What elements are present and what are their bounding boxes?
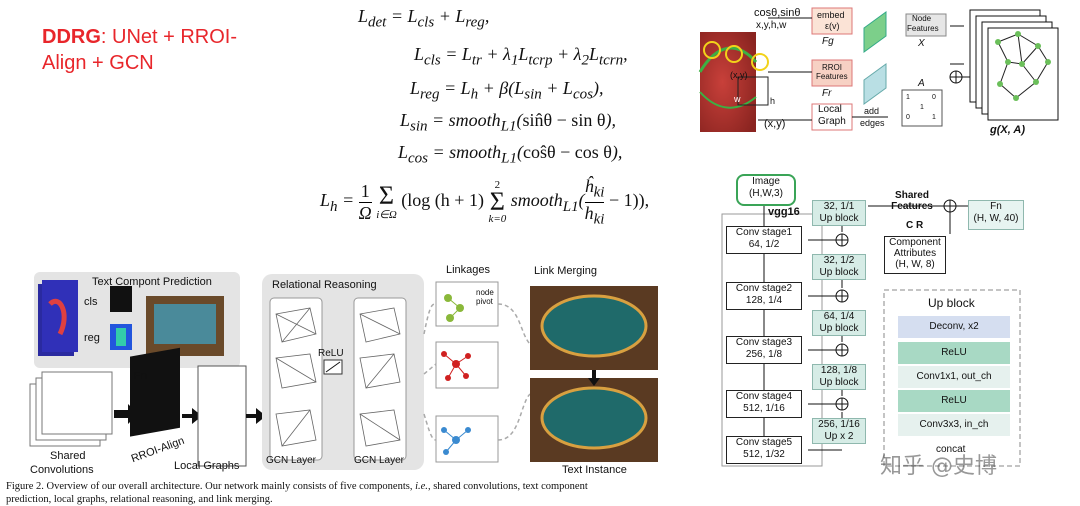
label-a: A xyxy=(918,78,925,89)
label-x: X xyxy=(918,38,925,49)
matrix-1: 1 xyxy=(906,94,910,101)
pivot-legend: pivot xyxy=(476,297,493,306)
text-component-title: Text Compont Prediction xyxy=(92,276,212,288)
label-node: Node xyxy=(912,14,932,23)
gcn-layer-2-label: GCN Layer xyxy=(354,455,405,466)
label-w: w xyxy=(734,94,741,104)
unet-arch-lines xyxy=(721,199,1021,467)
label-fg: Fg xyxy=(822,36,834,47)
backbone-label: vgg16 xyxy=(768,206,800,218)
link-merging-label: Link Merging xyxy=(534,265,597,277)
matrix-5: 1 xyxy=(932,114,936,121)
local-graphs-label: Local Graphs xyxy=(174,460,240,472)
fn-label: Fn xyxy=(134,370,147,382)
upblock-legend-frame xyxy=(883,289,1021,467)
cr-label: C R xyxy=(906,220,924,231)
label-xyhw: x,y,h,w xyxy=(756,20,787,31)
upblock-legend-title: Up block xyxy=(928,296,975,310)
shared-label: Shared xyxy=(50,450,86,462)
rroi-features-box xyxy=(811,59,853,87)
label-embed: embed xyxy=(817,10,845,20)
shared-features-label: Shared Features xyxy=(891,190,933,212)
convolutions-label: Convolutions xyxy=(30,464,94,476)
equation-ldet: Ldet = Lcls + Lreg, xyxy=(358,6,490,31)
upblock-row-relu-1: ReLU xyxy=(898,342,1010,364)
cls-label: cls xyxy=(84,296,98,308)
gcn-layer-1-label: GCN Layer xyxy=(266,455,317,466)
reg-label: reg xyxy=(84,332,100,344)
label-features: Features xyxy=(907,24,939,33)
label-embed-fn: ε(v) xyxy=(825,21,840,31)
upblock-row-conv3x3: Conv3x3, in_ch xyxy=(898,414,1010,436)
label-graph: Graph xyxy=(818,116,846,127)
equation-lreg: Lreg = Lh + β(Lsin + Lcos), xyxy=(410,78,604,103)
label-edges: edges xyxy=(860,118,885,128)
linkage-blue xyxy=(435,415,499,463)
label-xy-inner: (x,y) xyxy=(730,70,748,80)
label-cos-sin: cosθ,sinθ xyxy=(754,7,801,19)
embed-box xyxy=(811,7,853,35)
matrix-2: 0 xyxy=(932,94,936,101)
overview-figure xyxy=(29,272,658,470)
equation-lcls: Lcls = Ltr + λ1Ltcrp + λ2Ltcrn, xyxy=(414,44,628,69)
equation-lsin: Lsin = smoothL1(sin̂θ − sin θ), xyxy=(400,110,616,135)
equation-lcos: Lcos = smoothL1(coŝθ − cos θ), xyxy=(398,142,623,167)
label-gxa: g(X, A) xyxy=(990,124,1026,136)
fn-output-box: Fn(H, W, 40) xyxy=(968,200,1024,230)
matrix-4: 0 xyxy=(906,114,910,121)
text-instance-label: Text Instance xyxy=(562,464,627,476)
shared-conv-stack xyxy=(41,371,113,435)
local-graph-box xyxy=(811,103,853,131)
upblock-row-concat: concat xyxy=(936,444,966,455)
component-attributes-box: Component Attributes(H, W, 8) xyxy=(884,236,946,274)
node-legend: node xyxy=(476,288,494,297)
matrix-3: 1 xyxy=(920,104,924,111)
backbone-frame xyxy=(721,213,823,467)
label-rroi: RROI xyxy=(822,63,842,72)
relu-label: ReLU xyxy=(318,348,344,359)
linkages-label: Linkages xyxy=(446,264,491,276)
slide-title: DDRG: UNet + RROI-Align + GCN xyxy=(42,26,238,74)
upblock-row-deconv: Deconv, x2 xyxy=(898,316,1010,338)
label-local: Local xyxy=(818,104,842,115)
upblock-row-relu-2: ReLU xyxy=(898,390,1010,412)
linkage-red xyxy=(435,341,499,389)
figure-caption: Figure 2. Overview of our overall archit… xyxy=(6,481,588,505)
label-rroi-features: Features xyxy=(816,72,848,81)
upblock-row-conv1x1: Conv1x1, out_ch xyxy=(898,366,1010,388)
label-fr: Fr xyxy=(822,88,832,99)
label-add: add xyxy=(864,106,880,116)
graph-pipeline-figure xyxy=(698,7,1059,132)
watermark: 知乎 @史博 xyxy=(880,454,997,479)
label-xy-bottom: (x,y) xyxy=(764,118,786,130)
input-image-box: Image(H,W,3) xyxy=(736,174,796,206)
relational-reasoning-label: Relational Reasoning xyxy=(272,279,377,291)
label-h: h xyxy=(770,96,776,106)
node-features-box xyxy=(905,13,947,37)
